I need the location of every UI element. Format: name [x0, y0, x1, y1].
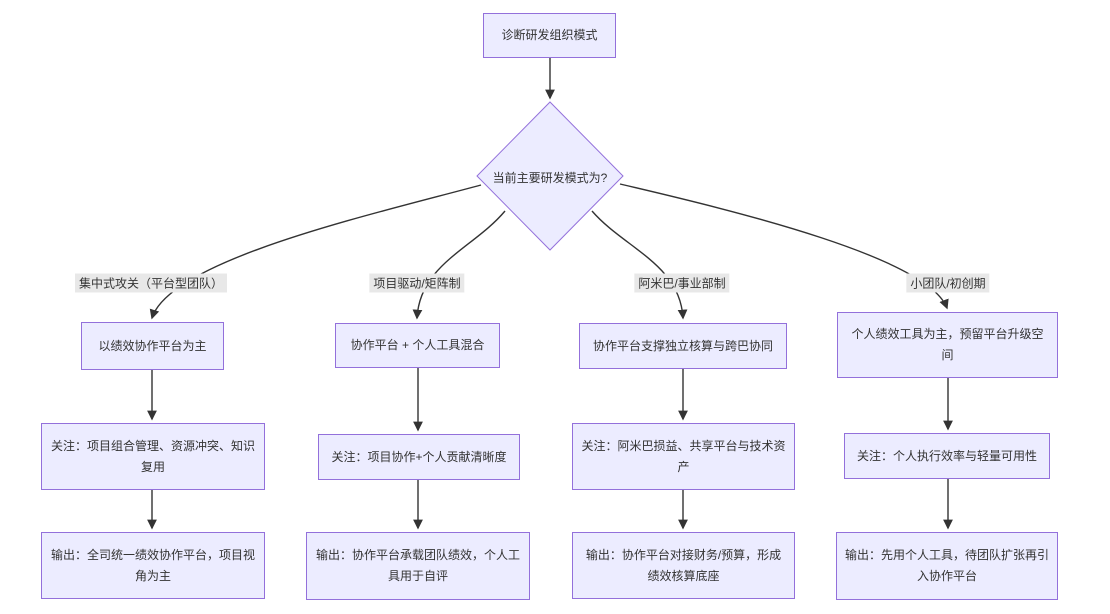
branch-1-focus-node: 关注：项目组合管理、资源冲突、知识复用 [41, 423, 265, 490]
decision-diamond [476, 101, 624, 251]
branch-4-edge-label: 小团队/初创期 [906, 273, 990, 293]
branch-1-edge-label: 集中式攻关（平台型团队） [74, 273, 228, 293]
branch-2-mode-node: 协作平台 + 个人工具混合 [335, 323, 500, 368]
edge-decision-to-branch-3 [591, 210, 688, 320]
branch-3-mode-node: 协作平台支撑独立核算与跨巴协同 [579, 323, 787, 369]
branch-3-focus-node: 关注：阿米巴损益、共享平台与技术资产 [572, 423, 795, 490]
branch-1-mode-node: 以绩效协作平台为主 [81, 322, 224, 370]
branch-3-output-node: 输出：协作平台对接财务/预算，形成绩效核算底座 [572, 532, 795, 599]
branch-4-focus-node: 关注：个人执行效率与轻量可用性 [844, 433, 1050, 479]
branch-2-focus-node: 关注：项目协作+个人贡献清晰度 [318, 434, 520, 480]
edge-decision-to-branch-1 [149, 184, 482, 320]
root-node: 诊断研发组织模式 [483, 13, 616, 58]
branch-1-output-node: 输出：全司统一绩效协作平台，项目视角为主 [41, 532, 265, 599]
edge-decision-to-branch-2 [412, 210, 506, 320]
branch-2-output-node: 输出：协作平台承载团队绩效，个人工具用于自评 [306, 532, 530, 600]
branch-4-mode-node: 个人绩效工具为主，预留平台升级空间 [837, 312, 1058, 378]
branch-2-edge-label: 项目驱动/矩阵制 [369, 273, 465, 293]
decision-node-label: 当前主要研发模式为? [492, 170, 608, 185]
branch-3-edge-label: 阿米巴/事业部制 [634, 273, 730, 293]
branch-4-output-node: 输出：先用个人工具，待团队扩张再引入协作平台 [836, 532, 1058, 600]
